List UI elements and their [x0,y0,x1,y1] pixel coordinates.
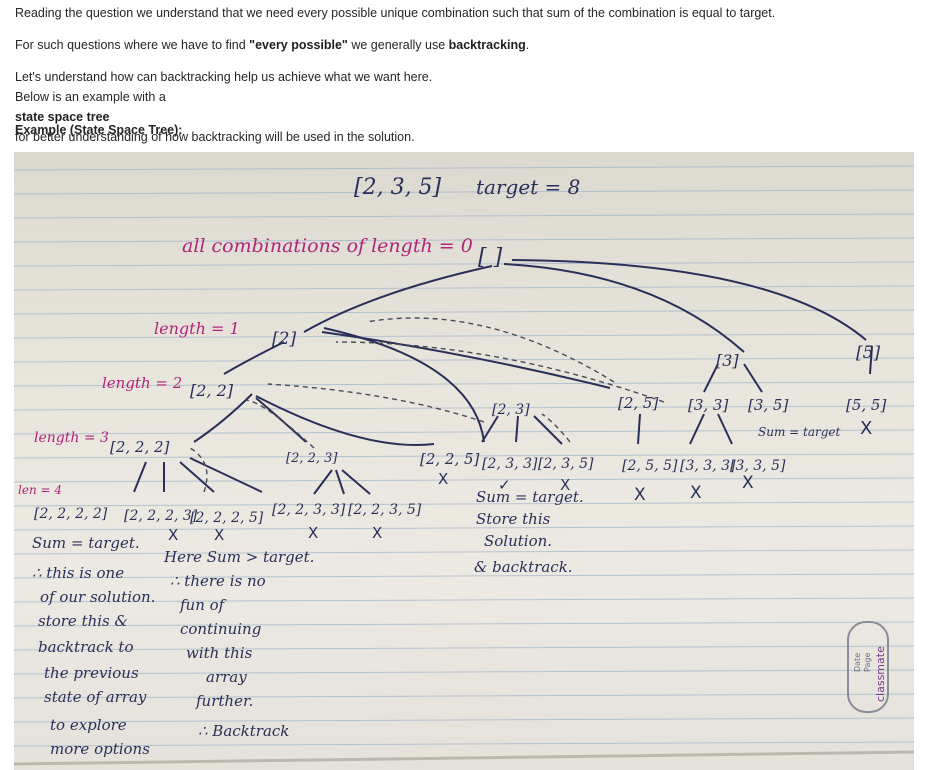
backtracking-paragraph: For such questions where we have to find… [15,35,529,55]
note-left-line-6: the previous [44,664,139,682]
p2-text-1: For such questions where we have to find [15,38,250,52]
classmate-logo: Date Page classmate [847,621,889,713]
state-space-tree-bold: state space tree [15,110,110,124]
cross-2-2-2-3: X [168,526,178,544]
header-target: target = 8 [476,175,580,199]
node-3: [3] [716,351,739,370]
node-2-2: [2, 2] [190,381,234,400]
state-space-tree-photo: [2, 3, 5] target = 8 all combinations of… [14,152,914,770]
node-2-5: [2, 5] [618,394,658,412]
intro-text: Reading the question we understand that … [15,6,776,20]
note-mid-line-1: Here Sum > target. [163,548,314,566]
note-left-line-5: backtrack to [38,638,134,656]
note-mid: Here Sum > target. ∴ there is no fun of … [163,548,314,740]
length3-caption: length = 3 [34,430,109,446]
node-2-2-2: [2, 2, 2] [110,438,170,456]
ruled-lines [14,165,914,747]
note-left-line-1: Sum = target. [32,534,140,552]
notebook-drawing: [2, 3, 5] target = 8 all combinations of… [14,165,914,766]
tree-edges [133,259,873,495]
cross-2-2-3-3: X [308,524,318,542]
node-2-3-5: [2, 3, 5] [538,456,594,472]
note-left-line-3: of our solution. [40,588,155,606]
note-center-line-3: Solution. [484,532,552,550]
header-array: [2, 3, 5] [354,175,442,200]
p3-line-2-pre: Below is an example with a [15,90,166,104]
note-mid-line-2: ∴ there is no [170,572,266,590]
note-mid-line-4: continuing [180,620,261,638]
length2-caption: length = 2 [102,374,182,392]
page-edge [14,750,914,766]
note-center-line-4: & backtrack. [474,558,573,576]
p3-line-1: Let's understand how can backtracking he… [15,70,433,84]
note-mid-line-3: fun of [179,596,227,614]
root-caption: all combinations of length = 0 [182,235,473,257]
intro-paragraph: Reading the question we understand that … [15,3,775,23]
note-mid-line-6: array [206,668,247,686]
brand-name: classmate [874,646,887,702]
node-2-2-5: [2, 2, 5] [420,450,480,468]
note-mid-line-8: ∴ Backtrack [198,722,289,740]
note-left-line-4: store this & [38,612,128,630]
p2-text-2: we generally use [347,38,449,52]
check-2-3-3: ✓ [498,476,511,494]
every-possible-bold: "every possible" [249,38,348,52]
cross-2-2-5: X [438,470,448,488]
node-2-2-3-3: [2, 2, 3, 3] [272,502,346,518]
node-3-3-5: [3, 3, 5] [730,458,786,474]
node-2-2-2-5: [2, 2, 2, 5] [190,510,264,526]
node-2-2-3-5: [2, 2, 3, 5] [348,502,422,518]
brand-page: Page [863,653,872,672]
node-3-3-3: [3, 3, 3] [680,458,736,474]
node-3-5: [3, 5] [748,396,788,414]
node-3-3: [3, 3] [688,396,728,414]
note-center-line-1: Sum = target. [476,488,584,506]
p3-line-2-post: for better understanding of how backtrac… [15,130,415,144]
node-5: [5] [856,343,880,363]
cross-2-2-2-5: X [214,526,224,544]
note-mid-line-5: with this [186,644,253,662]
note-center: Sum = target. Store this Solution. & bac… [474,488,584,576]
note-left-line-2: ∴ this is one [32,564,124,582]
p3-line-2: Below is an example with a state space t… [15,87,432,147]
node-5-5: [5, 5] [846,396,886,414]
node-2-5-5: [2, 5, 5] [622,458,678,474]
node-2-2-3: [2, 2, 3] [286,451,338,466]
cross-2-3-5: X [560,476,570,494]
cross-5-5: X [860,418,872,439]
length1-caption: length = 1 [154,319,240,338]
example-heading: Example (State Space Tree): [15,123,183,137]
cross-2-2-3-5: X [372,524,382,542]
note-left-line-7: state of array [44,688,147,706]
node-2-2-2-3: [2, 2, 2, 3] [124,508,198,524]
note-left-line-9: more options [50,740,150,758]
note-center-line-2: Store this [476,510,551,528]
sum-target-3-5: Sum = target [758,425,841,439]
explanation-paragraph: Let's understand how can backtracking he… [15,67,432,147]
note-left-line-8: to explore [50,716,127,734]
cross-3-3-3: X [690,483,702,503]
node-2-2-2-2: [2, 2, 2, 2] [34,506,108,522]
p2-text-3: . [525,38,530,52]
brand-date: Date [853,653,862,672]
length4-caption: len = 4 [18,483,62,497]
node-2-3: [2, 3] [492,402,530,418]
backtracking-bold: backtracking [448,38,526,52]
note-mid-line-7: further. [195,692,253,710]
note-left: Sum = target. ∴ this is one of our solut… [32,534,155,758]
backtrack-arrows [189,317,665,493]
cross-3-3-5: X [742,473,754,493]
node-2: [2] [272,329,296,349]
cross-2-5-5: X [634,485,646,505]
node-2-3-3: [2, 3, 3] [482,456,538,472]
